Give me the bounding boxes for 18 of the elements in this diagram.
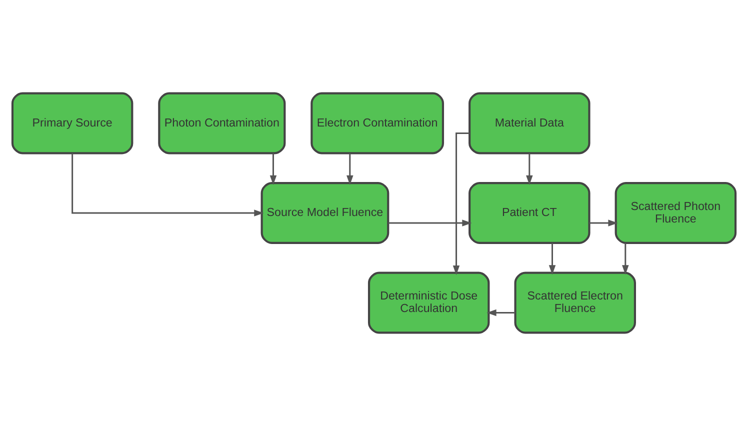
node-box: Deterministic Dose Calculation	[368, 271, 490, 334]
arrow	[548, 242, 556, 274]
arrow	[622, 242, 629, 274]
arrow	[388, 219, 472, 226]
node-box: Scattered Photon Fluence	[614, 182, 737, 244]
arrow	[486, 308, 516, 316]
node-box: Patient CT	[468, 182, 590, 244]
arrow	[346, 152, 354, 185]
arrow	[526, 152, 533, 185]
node-box: Scattered Electron Fluence	[514, 271, 636, 334]
node-box: Material Data	[468, 92, 590, 154]
node-box: Source Model Fluence	[260, 182, 390, 244]
arrow	[589, 219, 618, 226]
node-box: Primary Source	[11, 92, 134, 154]
arrow	[270, 152, 277, 185]
node-box: Photon Contamination	[158, 92, 286, 154]
arrow	[72, 152, 264, 216]
node-box: Electron Contamination	[310, 92, 444, 154]
